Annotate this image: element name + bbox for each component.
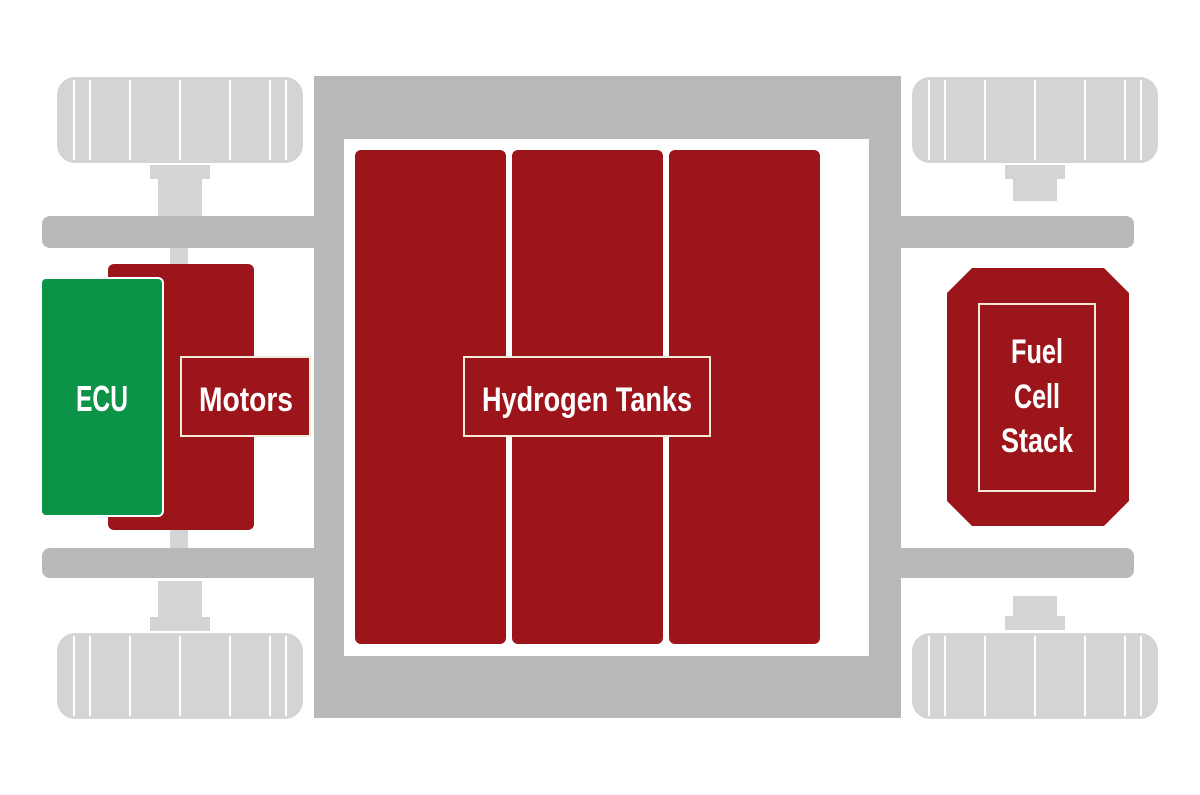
hydrogen-tanks-label-box xyxy=(463,356,711,437)
hub-rear-right xyxy=(1005,596,1065,630)
hydrogen-tanks-label: Hydrogen Tanks xyxy=(482,381,692,419)
hydrogen-tank-icon xyxy=(669,150,820,644)
chassis-frame xyxy=(42,76,1134,718)
hub-front-right xyxy=(1005,165,1065,201)
ecu-block: ECU xyxy=(40,277,164,517)
hub-front-left xyxy=(150,165,210,217)
wheel-rear-left-icon xyxy=(57,633,303,719)
fuel-cell-label-line1: Fuel xyxy=(1011,333,1063,371)
fuel-cell-stack-label-box xyxy=(978,303,1096,492)
fuel-cell-stack-block: Fuel Cell Stack xyxy=(947,268,1129,526)
wheel-front-right-icon xyxy=(912,77,1158,163)
ecu-label: ECU xyxy=(76,378,128,419)
wheel-front-left-icon xyxy=(57,77,303,163)
motors-label: Motors xyxy=(199,381,293,419)
wheel-rear-right-icon xyxy=(912,633,1158,719)
hydrogen-tanks: Hydrogen Tanks xyxy=(355,150,820,644)
hydrogen-tank-icon xyxy=(355,150,506,644)
fuel-cell-label-line2: Cell xyxy=(1014,378,1060,416)
hub-rear-left xyxy=(150,581,210,631)
fuel-cell-label-line3: Stack xyxy=(1001,422,1073,460)
motors-label-box xyxy=(180,356,311,437)
